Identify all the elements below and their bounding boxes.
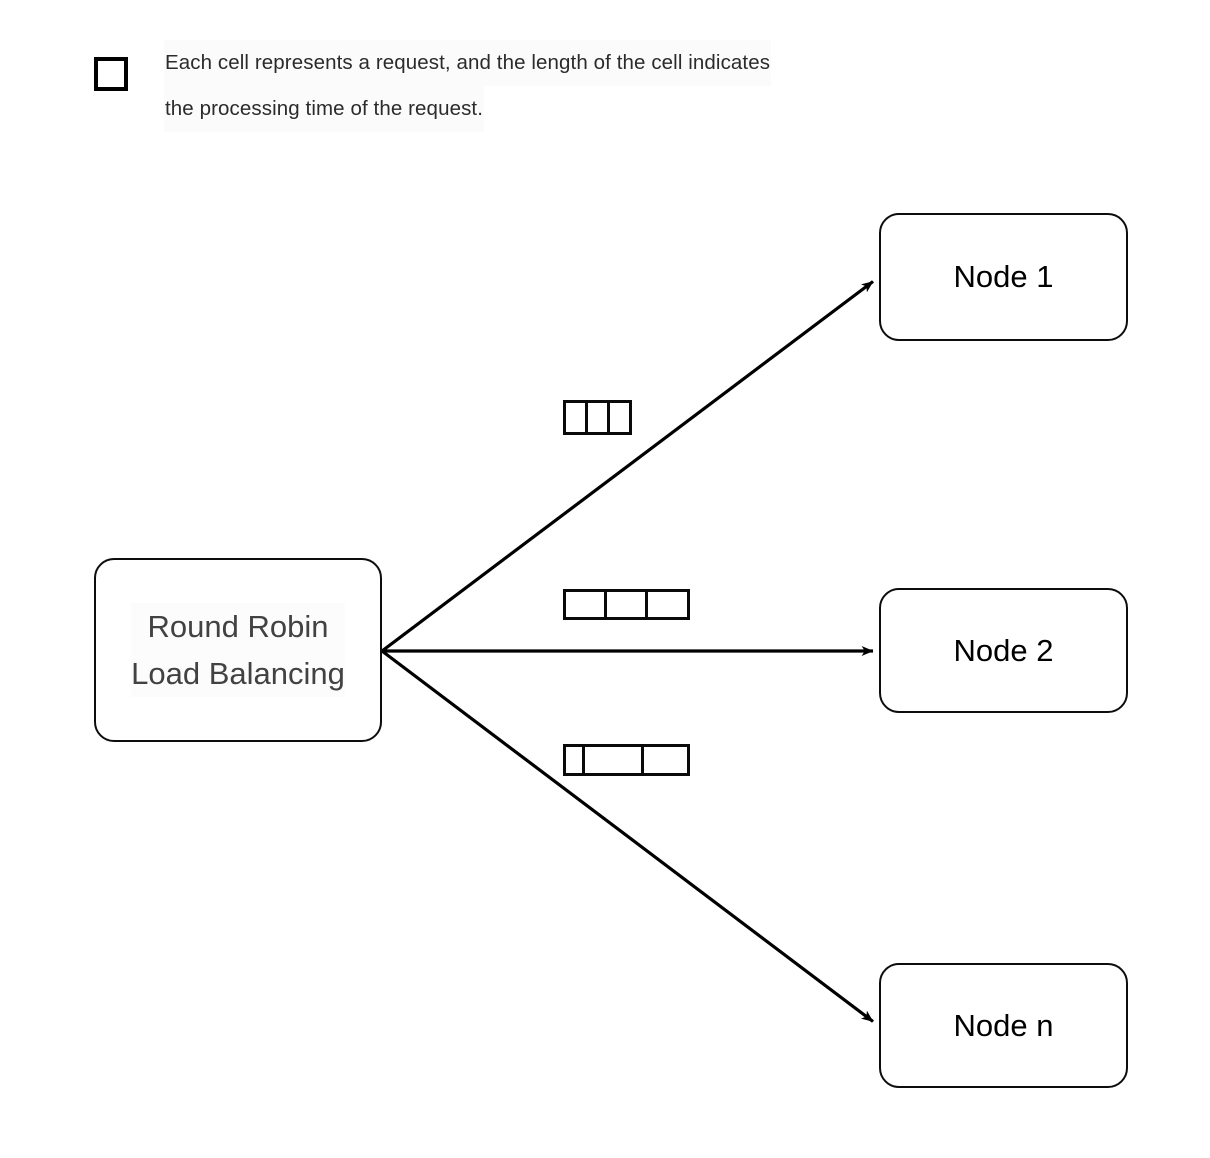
request-cell: [607, 592, 649, 617]
legend-text-line-2: the processing time of the request.: [164, 86, 485, 132]
legend-text-line-1: Each cell represents a request, and the …: [164, 40, 772, 86]
request-cell: [588, 403, 610, 432]
request-cell: [610, 403, 629, 432]
legend: Each cell represents a request, and the …: [90, 30, 990, 132]
request-cell: [566, 403, 588, 432]
legend-text: Each cell represents a request, and the …: [164, 40, 974, 132]
request-cell: [566, 592, 608, 617]
node-label-node-1: Node 1: [953, 259, 1054, 295]
round-robin-load-balancer-label: Round Robin Load Balancing: [131, 602, 345, 698]
request-cell: [648, 592, 687, 617]
node-box-node-2[interactable]: Node 2: [879, 588, 1128, 713]
arrow-to-node-n: [381, 649, 874, 1023]
request-queue-node-1[interactable]: [563, 400, 632, 435]
node-box-node-n[interactable]: Node n: [879, 963, 1128, 1088]
round-robin-load-balancer-box[interactable]: Round Robin Load Balancing: [94, 558, 382, 742]
request-cell: [566, 747, 586, 773]
node-label-node-n: Node n: [953, 1007, 1054, 1043]
node-box-node-1[interactable]: Node 1: [879, 213, 1128, 341]
request-cell: [585, 747, 645, 773]
node-label-node-2: Node 2: [953, 632, 1054, 668]
request-queue-node-2[interactable]: [563, 589, 690, 620]
square-outline-icon: [94, 57, 128, 91]
request-cell: [644, 747, 687, 773]
request-queue-node-n[interactable]: [563, 744, 690, 776]
